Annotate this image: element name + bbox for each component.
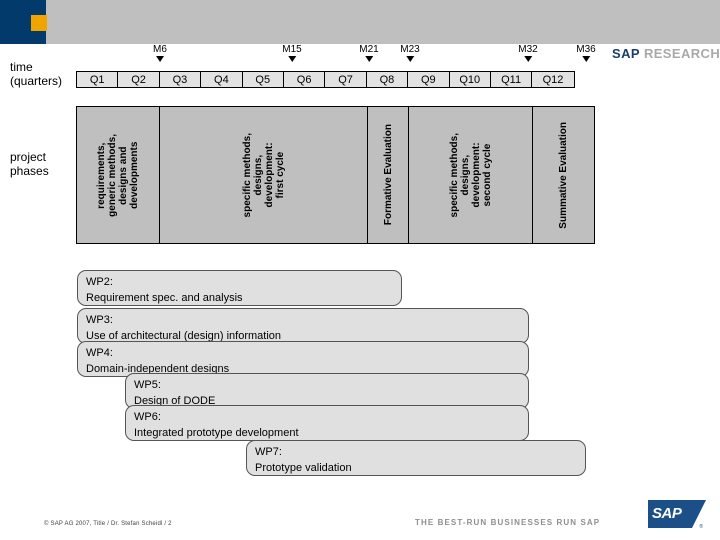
milestone-label: M32 (518, 44, 538, 55)
milestone-marker-m21: M21 (359, 44, 379, 62)
project-phase-label: Formative Evaluation (382, 124, 394, 226)
project-phases-label: project phases (10, 150, 49, 178)
time-axis-label: time (quarters) (10, 60, 62, 88)
quarter-cell-q8: Q8 (366, 72, 409, 87)
quarter-cell-q12: Q12 (532, 72, 574, 87)
project-phase-cell: Summative Evaluation (533, 107, 594, 243)
project-phase-row: requirements, generic methods, designs a… (76, 106, 595, 244)
time-axis-label-line2: (quarters) (10, 74, 63, 88)
milestone-marker-m6: M6 (153, 44, 167, 62)
work-package-box-wp6[interactable]: WP6: Integrated prototype development (125, 405, 529, 441)
footer-slogan: THE BEST-RUN BUSINESSES RUN SAP (415, 518, 601, 527)
work-package-description: Domain-independent designs (86, 363, 230, 375)
sap-footer-logo-text: SAP (652, 505, 682, 522)
work-package-id: WP3: (86, 314, 113, 326)
header-band (0, 0, 720, 44)
sap-footer-logo-corner (692, 500, 706, 528)
project-phase-cell: requirements, generic methods, designs a… (77, 107, 160, 243)
work-package-box-wp7[interactable]: WP7: Prototype validation (246, 440, 586, 476)
work-package-id: WP6: (134, 411, 161, 423)
sap-logo-block (0, 0, 47, 44)
milestone-marker-m15: M15 (282, 44, 302, 62)
milestone-marker-m36: M36 (576, 44, 596, 62)
time-axis-label-line1: time (10, 60, 33, 74)
project-phase-label: Summative Evaluation (558, 121, 569, 229)
work-package-description: Design of DODE (134, 395, 216, 407)
project-phase-cell: specific methods, designs, development: … (160, 107, 368, 243)
sap-footer-logo: SAP ® (648, 500, 706, 530)
sap-logo-orange-square (31, 15, 47, 31)
milestone-arrow-icon (405, 56, 414, 62)
project-phases-label-line1: project (10, 150, 47, 164)
sap-footer-logo-registered: ® (699, 524, 703, 530)
work-package-box-wp2[interactable]: WP2: Requirement spec. and analysis (77, 270, 402, 306)
work-package-description: Prototype validation (255, 462, 352, 474)
milestone-label: M21 (359, 44, 379, 55)
quarter-cell-q2: Q2 (118, 72, 160, 87)
sap-research-brand: SAP (612, 46, 640, 61)
milestone-marker-m32: M32 (518, 44, 538, 62)
sap-research-label: RESEARCH (643, 46, 720, 61)
milestone-arrow-icon (523, 56, 532, 62)
milestone-arrow-icon (581, 56, 590, 62)
quarter-cell-q10: Q10 (449, 72, 491, 87)
project-phases-label-line2: phases (10, 164, 49, 178)
milestone-arrow-icon (364, 56, 373, 62)
quarter-cell-q3: Q3 (159, 72, 202, 87)
project-phase-label: specific methods, designs, development: … (241, 132, 286, 218)
milestone-arrow-icon (156, 56, 164, 62)
footer-copyright: © SAP AG 2007, Title / Dr. Stefan Scheid… (44, 521, 172, 527)
work-package-id: WP5: (134, 379, 161, 391)
milestone-arrow-icon (287, 56, 296, 62)
milestone-label: M36 (576, 44, 596, 55)
work-package-description: Use of architectural (design) informatio… (86, 330, 282, 342)
sap-research-wordmark: SAP RESEARCH (612, 46, 720, 61)
quarter-cell-q9: Q9 (408, 72, 450, 87)
work-package-id: WP7: (255, 446, 282, 458)
work-package-id: WP4: (86, 347, 113, 359)
work-package-box-wp4[interactable]: WP4: Domain-independent designs (77, 341, 529, 377)
quarter-cell-q1: Q1 (77, 72, 119, 87)
quarter-cell-q6: Q6 (283, 72, 326, 87)
work-package-box-wp3[interactable]: WP3: Use of architectural (design) inform… (77, 308, 529, 344)
project-phase-label: specific methods, designs, development: … (448, 132, 493, 218)
work-package-description: Integrated prototype development (134, 427, 299, 439)
milestone-marker-m23: M23 (400, 44, 420, 62)
project-phase-label: requirements, generic methods, designs a… (96, 133, 140, 217)
quarter-cell-q5: Q5 (242, 72, 284, 87)
work-package-box-wp5[interactable]: WP5: Design of DODE (125, 373, 529, 409)
work-package-description: Requirement spec. and analysis (86, 292, 243, 304)
project-phase-cell: Formative Evaluation (368, 107, 409, 243)
milestone-label: M6 (153, 44, 167, 55)
milestone-label: M15 (282, 44, 302, 55)
quarter-cell-q4: Q4 (201, 72, 243, 87)
milestone-label: M23 (400, 44, 420, 55)
work-package-id: WP2: (86, 276, 113, 288)
project-phase-cell: specific methods, designs, development: … (409, 107, 533, 243)
quarter-cell-q11: Q11 (490, 72, 533, 87)
quarter-cell-q7: Q7 (325, 72, 367, 87)
milestone-markers: M6 M15 M21 M23 M32 M36 (0, 44, 720, 72)
